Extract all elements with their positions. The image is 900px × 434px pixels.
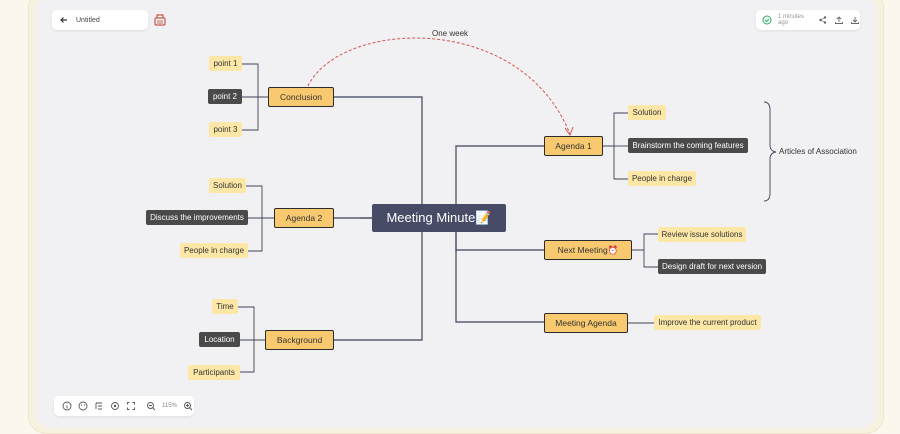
connector-next-meeting xyxy=(455,232,544,251)
download-icon[interactable] xyxy=(850,15,860,25)
node-brainstorm[interactable]: Brainstorm the coming features xyxy=(628,138,748,153)
saved-check-icon xyxy=(762,15,772,25)
document-title[interactable]: Untitled xyxy=(76,16,100,24)
node-agenda1-solution[interactable]: Solution xyxy=(628,105,666,120)
node-next-meeting[interactable]: Next Meeting⏰ xyxy=(544,240,632,260)
connector-agenda1 xyxy=(455,145,544,204)
node-background[interactable]: Background xyxy=(265,330,334,350)
connector-background xyxy=(334,232,423,341)
node-design-draft[interactable]: Design draft for next version xyxy=(658,259,766,274)
connector-background-children xyxy=(238,306,255,373)
connector-meeting-agenda xyxy=(455,232,544,323)
node-conclusion[interactable]: Conclusion xyxy=(268,87,334,107)
relation-line xyxy=(307,37,571,135)
zoom-in-icon[interactable] xyxy=(183,401,193,411)
root-node[interactable]: Meeting Minute📝 xyxy=(372,204,506,232)
zoom-out-icon[interactable] xyxy=(146,401,156,411)
connector-conclusion xyxy=(334,96,423,204)
upload-icon[interactable] xyxy=(834,15,844,25)
theme-button[interactable] xyxy=(152,12,168,28)
node-point-3[interactable]: point 3 xyxy=(209,122,242,137)
relation-label[interactable]: One week xyxy=(432,29,469,38)
connector-agenda1-children xyxy=(603,112,628,147)
node-agenda2-solution[interactable]: Solution xyxy=(209,178,246,193)
node-meeting-agenda[interactable]: Meeting Agenda xyxy=(544,313,628,333)
zoom-level: 115% xyxy=(162,403,177,409)
bottom-toolbar: 115% xyxy=(54,396,194,416)
summary-brace xyxy=(763,101,777,202)
summary-label[interactable]: Articles of Association xyxy=(779,147,857,156)
node-point-1[interactable]: point 1 xyxy=(209,56,242,71)
status-bar: 1 minutes ago xyxy=(756,10,860,30)
node-time[interactable]: Time xyxy=(212,299,238,314)
outline-icon[interactable] xyxy=(94,401,104,411)
node-discuss-improvements[interactable]: Discuss the improvements xyxy=(146,210,248,225)
node-point-2[interactable]: point 2 xyxy=(208,89,242,104)
node-agenda-1[interactable]: Agenda 1 xyxy=(544,136,603,156)
saved-status: 1 minutes ago xyxy=(778,14,805,26)
theme-icon xyxy=(154,14,166,26)
node-agenda-2[interactable]: Agenda 2 xyxy=(274,208,334,228)
node-agenda1-people[interactable]: People in charge xyxy=(628,171,696,186)
node-participants[interactable]: Participants xyxy=(188,365,240,380)
fullscreen-icon[interactable] xyxy=(126,401,136,411)
connector-next-children xyxy=(632,233,658,251)
palette-icon[interactable] xyxy=(78,401,88,411)
connector-agenda2-children xyxy=(246,185,263,252)
relation-arrowhead xyxy=(564,126,574,137)
node-location[interactable]: Location xyxy=(199,332,240,347)
node-improve-product[interactable]: Improve the current product xyxy=(654,315,761,330)
back-arrow-icon[interactable] xyxy=(58,14,70,26)
locate-icon[interactable] xyxy=(110,401,120,411)
node-agenda2-people[interactable]: People in charge xyxy=(180,243,248,258)
share-icon[interactable] xyxy=(818,15,828,25)
node-review-issue[interactable]: Review issue solutions xyxy=(658,227,746,242)
info-icon[interactable] xyxy=(62,401,72,411)
title-bar: Untitled xyxy=(52,10,148,30)
